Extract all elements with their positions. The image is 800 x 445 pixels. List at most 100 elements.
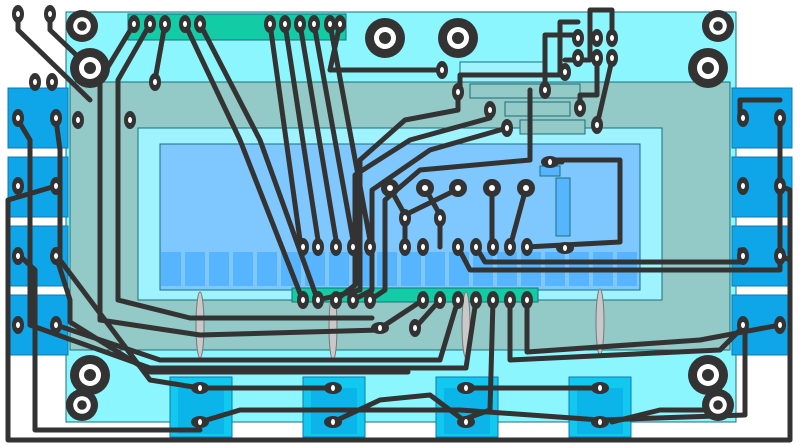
copper-trace [15, 117, 33, 328]
component-pad-hole [413, 325, 417, 331]
component-pad-hole [595, 55, 599, 61]
mounting-hole-center [84, 369, 96, 381]
mounting-hole-center [713, 400, 723, 410]
header-pad-hole [148, 21, 152, 27]
copper-trace [507, 185, 529, 250]
round-pad-hole [489, 185, 495, 191]
lcd-pad-hole [301, 297, 305, 303]
button-pad-hole [598, 419, 602, 425]
copper-trace [5, 183, 333, 443]
header-pad-hole [298, 21, 302, 27]
copper-trace [382, 297, 426, 328]
mounting-hole-center [702, 62, 714, 74]
lcd-character-cell [425, 252, 445, 286]
copper-trace [97, 21, 383, 338]
copper-trace [17, 253, 203, 433]
lcd-pad-hole [316, 244, 320, 250]
switch-pad-hole [778, 183, 782, 189]
lcd-pad-hole [525, 244, 529, 250]
component-pad-hole [595, 122, 599, 128]
header-pad-hole [198, 21, 202, 27]
component-pad-hole [438, 215, 442, 221]
lcd-pad-hole [368, 297, 372, 303]
button-pad-hole [378, 325, 382, 331]
lcd-pad-hole [491, 297, 495, 303]
round-pad-hole [422, 185, 428, 191]
component-pad-hole [456, 89, 460, 95]
lcd-pad-hole [474, 297, 478, 303]
lcd-pad-hole [421, 297, 425, 303]
mounting-hole-center [452, 32, 464, 44]
copper-trace [327, 21, 445, 73]
component-pad-hole [610, 35, 614, 41]
component-pad-hole [543, 87, 547, 93]
lcd-character-cell [185, 252, 205, 286]
small-component [519, 119, 586, 135]
copper-trace [182, 21, 306, 304]
button-pad-hole [198, 419, 202, 425]
switch-pad-hole [54, 115, 58, 121]
lcd-pad-hole [421, 244, 425, 250]
lcd-character-cell [257, 252, 277, 286]
button-pad-hole [598, 385, 602, 391]
mounting-hole-center [77, 400, 87, 410]
component-pad-hole [403, 215, 407, 221]
lcd-pad-hole [334, 297, 338, 303]
button-pad-hole [548, 159, 552, 165]
header-pad-hole [163, 21, 167, 27]
lcd-pad-hole [525, 297, 529, 303]
small-component [459, 61, 546, 83]
lcd-pad-hole [301, 244, 305, 250]
small-component [469, 83, 581, 99]
lcd-pad-hole [474, 244, 478, 250]
component-pad-hole [153, 79, 157, 85]
round-pad-hole [455, 185, 461, 191]
component-pad-hole [76, 117, 80, 123]
switch-pad-hole [741, 183, 745, 189]
component-pad-hole [563, 69, 567, 75]
component-pad-hole [505, 125, 509, 131]
component-pad-hole [33, 79, 37, 85]
button-pad-hole [464, 419, 468, 425]
button-pad-hole [331, 419, 335, 425]
round-pad-hole [387, 185, 393, 191]
lcd-pad-hole [351, 244, 355, 250]
component-pad-hole [16, 11, 20, 17]
mounting-hole-center [77, 21, 87, 31]
switch-pad-hole [16, 253, 20, 259]
component-pad-hole [578, 105, 582, 111]
header-pad-hole [328, 21, 332, 27]
header-pad-hole [338, 21, 342, 27]
copper-trace [53, 297, 461, 363]
copper-trace [594, 57, 615, 128]
copper-trace [507, 297, 748, 363]
copper-trace [350, 125, 510, 303]
mounting-hole-center [84, 62, 96, 74]
button-pad-hole [198, 385, 202, 391]
pad-layer [12, 5, 786, 428]
switch-pad-hole [741, 115, 745, 121]
lcd-pad-hole [368, 244, 372, 250]
switch-pad-hole [778, 322, 782, 328]
copper-trace [53, 253, 411, 375]
mounting-hole-center [702, 369, 714, 381]
header-pad-hole [268, 21, 272, 27]
lcd-pad-hole [403, 244, 407, 250]
header-pad-hole [132, 21, 136, 27]
component-pad-hole [576, 35, 580, 41]
lcd-pad-hole [334, 244, 338, 250]
copper-trace [27, 297, 479, 371]
lcd-pad-hole [438, 297, 442, 303]
switch-pad-hole [54, 183, 58, 189]
switch-pad-hole [16, 322, 20, 328]
button-pad-hole [563, 245, 567, 251]
mounting-hole-center [713, 21, 723, 31]
switch-pad-hole [16, 183, 20, 189]
component-pad-hole [48, 11, 52, 17]
mounting-slot [195, 291, 205, 359]
mounting-hole-center [379, 32, 391, 44]
lcd-character-cell [401, 252, 421, 286]
lcd-pad-hole [508, 297, 512, 303]
component-pad-hole [440, 67, 444, 73]
